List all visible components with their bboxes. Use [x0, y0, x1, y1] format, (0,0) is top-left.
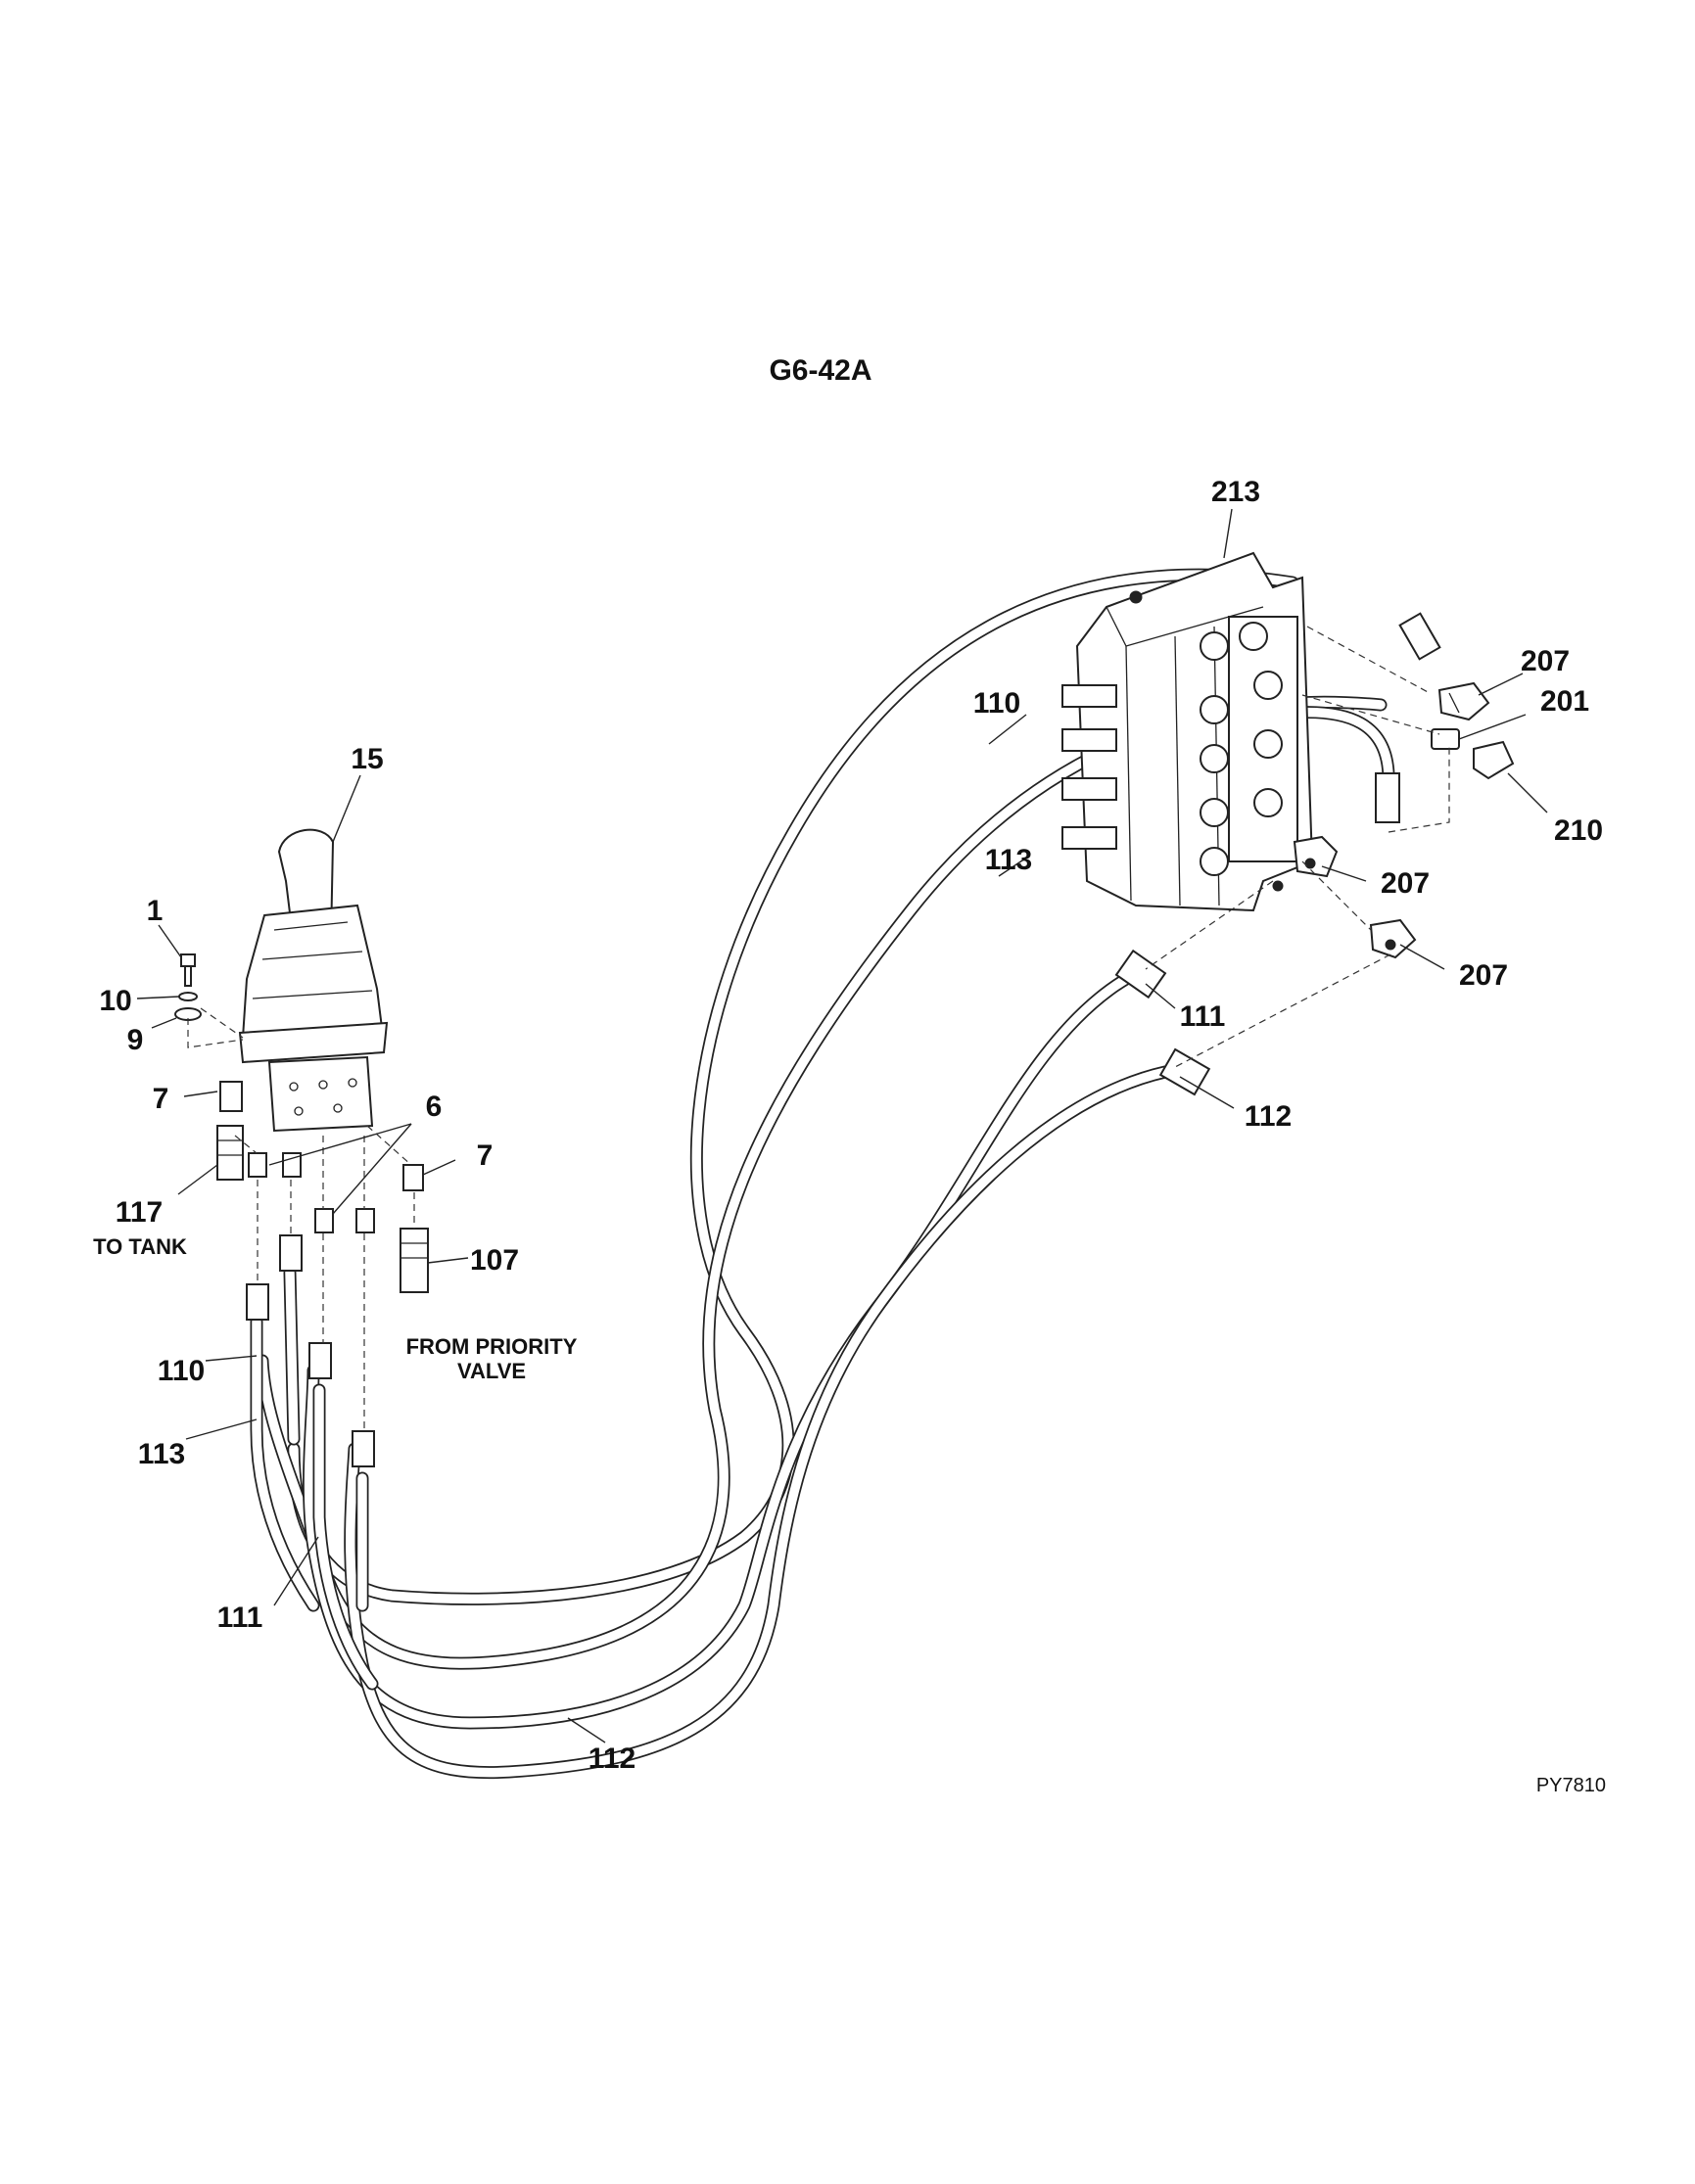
callout-210: 210: [1554, 814, 1603, 847]
hose-end-107: [400, 1228, 429, 1293]
callout-107: 107: [470, 1244, 519, 1277]
callout-7-right: 7: [477, 1139, 494, 1172]
joystick-base-plate: [238, 1021, 389, 1064]
valve-hose-end-lower: [1375, 772, 1400, 823]
figure-id: PY7810: [1536, 1775, 1606, 1796]
callout-207-middle: 207: [1381, 867, 1430, 900]
hose-ends-left: [246, 1234, 375, 1467]
valve-fitting-207: [1293, 835, 1339, 878]
callout-7-left: 7: [153, 1083, 169, 1115]
callout-110-right: 110: [973, 687, 1020, 720]
callout-117: 117: [116, 1196, 163, 1229]
diagram-title: G6-42A: [769, 354, 871, 387]
assembly-lines-right: [1145, 626, 1450, 1068]
hose-110: [287, 568, 1299, 1605]
joystick-manifold: [267, 1055, 374, 1133]
fitting-207-upper: [1437, 681, 1490, 721]
joystick-15: [238, 828, 389, 1133]
callout-207-lower: 207: [1459, 959, 1508, 992]
fitting-7-right: [402, 1164, 424, 1191]
hose-end-112-right: [1158, 1047, 1211, 1096]
callout-9: 9: [127, 1024, 144, 1056]
assembly-line-bolt: [200, 1007, 244, 1039]
fitting-207-lower: [1369, 918, 1417, 959]
hose-111: [303, 972, 1133, 1730]
washer-10: [178, 992, 198, 1001]
note-from-priority-line2: VALVE: [457, 1359, 526, 1383]
assembly-line-bolt-2: [187, 1018, 244, 1048]
callout-207-upper: 207: [1521, 645, 1570, 677]
callout-113-right: 113: [985, 844, 1032, 876]
hose-end-111-right: [1114, 949, 1167, 999]
note-from-priority-line1: FROM PRIORITY: [406, 1334, 578, 1359]
leader-lines: [136, 508, 1548, 1743]
callout-10: 10: [99, 985, 131, 1017]
callout-6: 6: [426, 1091, 443, 1123]
callout-110-left: 110: [158, 1355, 205, 1387]
callout-15: 15: [351, 743, 383, 775]
fitting-201: [1431, 728, 1460, 750]
fitting-210: [1473, 740, 1515, 780]
callout-112-right: 112: [1245, 1100, 1292, 1133]
hose-vertical-left: [250, 1266, 379, 1691]
valve-spools: [1061, 590, 1284, 892]
callout-111-right: 111: [1180, 1000, 1226, 1033]
note-to-tank: TO TANK: [93, 1234, 187, 1259]
fittings-6: [248, 1152, 375, 1233]
fitting-7-left: [219, 1081, 243, 1112]
hose-end-117: [216, 1125, 244, 1181]
bolt-1: [180, 953, 196, 987]
callout-113-left: 113: [138, 1438, 185, 1470]
hose-bundle: [250, 568, 1395, 1780]
callout-1: 1: [147, 895, 164, 927]
control-valve-213: [1061, 551, 1441, 912]
callout-213: 213: [1211, 476, 1260, 508]
valve-ports: [1200, 622, 1283, 876]
callout-112-bottom: 112: [589, 1743, 636, 1775]
assembly-lines-left: [234, 1125, 415, 1431]
callout-201: 201: [1540, 685, 1589, 718]
callout-111-left: 111: [217, 1602, 263, 1634]
valve-hose-end-upper: [1398, 612, 1441, 661]
